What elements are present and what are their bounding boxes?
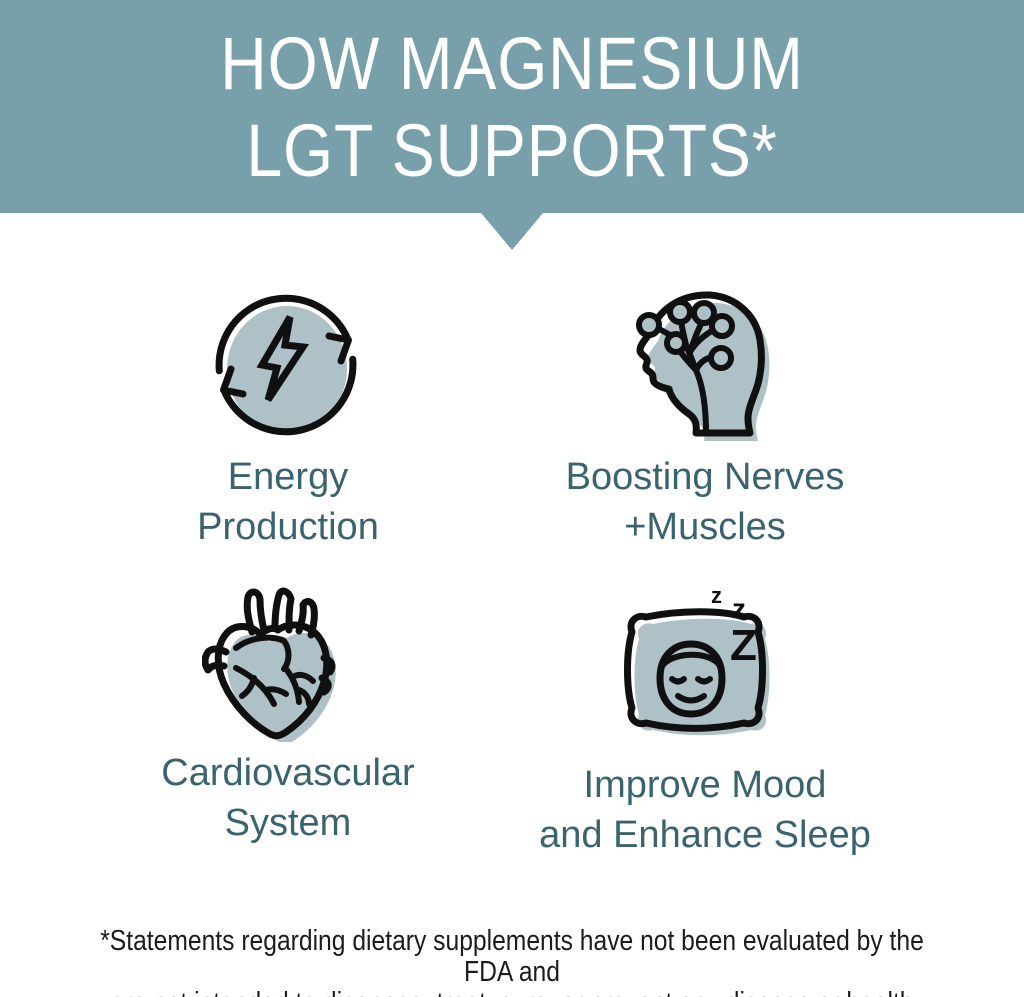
cycle-arrow-bottom xyxy=(220,355,357,436)
benefit-label-line: Boosting Nerves xyxy=(565,456,845,498)
z-medium: z xyxy=(732,593,746,624)
heart-vessel-right xyxy=(318,654,336,696)
heart-vessel xyxy=(271,587,295,634)
brain-nerves-icon xyxy=(626,288,778,442)
anatomical-heart-icon xyxy=(202,572,352,742)
heart-chamber-line xyxy=(233,634,292,672)
energy-cycle-icon xyxy=(214,288,364,440)
benefit-label-nerves: Boosting Nerves +Muscles xyxy=(495,452,915,552)
page-title-line2: LGT SUPPORTS* xyxy=(246,109,778,192)
cycle-arrow-bottom-head xyxy=(220,365,247,398)
nerve-node xyxy=(664,331,688,355)
fda-disclaimer-line2: are not intended to diagnose, treat, cur… xyxy=(77,988,947,997)
heart-vessel xyxy=(295,598,318,639)
benefit-label-line: +Muscles xyxy=(624,506,786,548)
benefit-label-line: Energy xyxy=(227,456,349,498)
cycle-arrow-top-head xyxy=(325,332,352,365)
z-small: z xyxy=(711,583,722,608)
cycle-arrow-top xyxy=(215,294,352,375)
banner-pointer-triangle xyxy=(481,213,543,250)
heart-artery xyxy=(283,666,316,707)
benefit-label-sleep: Improve Mood and Enhance Sleep xyxy=(495,760,915,860)
page-title: HOW MAGNESIUM LGT SUPPORTS* xyxy=(67,20,958,194)
nerve-node xyxy=(636,312,662,338)
lightning-bolt xyxy=(256,315,310,402)
heart-artery xyxy=(233,665,289,707)
head-outline xyxy=(636,291,765,437)
hairline xyxy=(659,651,723,669)
page-title-line1: HOW MAGNESIUM xyxy=(220,22,804,105)
benefit-label-line: and Enhance Sleep xyxy=(539,814,871,856)
header-banner: HOW MAGNESIUM LGT SUPPORTS* xyxy=(0,0,1024,213)
benefit-label-line: Improve Mood xyxy=(583,764,827,806)
benefit-label-energy: Energy Production xyxy=(78,452,498,552)
nerve-node xyxy=(709,313,735,339)
heart-vessel xyxy=(243,588,268,636)
nerve-node xyxy=(667,299,693,325)
benefit-label-line: Production xyxy=(197,506,379,548)
benefit-label-line: System xyxy=(224,802,352,844)
fda-disclaimer-line1: *Statements regarding dietary supplement… xyxy=(100,925,924,988)
heart-vessel-left xyxy=(202,645,230,674)
closed-eye-right xyxy=(695,676,713,685)
benefit-label-line: Cardiovascular xyxy=(161,752,415,794)
sleep-pillow-icon: z z Z xyxy=(610,580,782,736)
benefit-label-cardiovascular: Cardiovascular System xyxy=(78,748,498,848)
nerve-node xyxy=(708,345,734,371)
closed-eye-left xyxy=(669,676,687,685)
smile xyxy=(675,693,707,704)
pillow-outline xyxy=(624,608,766,732)
z-large: Z xyxy=(730,621,757,670)
nerve-node xyxy=(691,300,717,326)
fda-disclaimer: *Statements regarding dietary supplement… xyxy=(77,926,947,997)
sleeping-face-outline xyxy=(656,640,726,718)
